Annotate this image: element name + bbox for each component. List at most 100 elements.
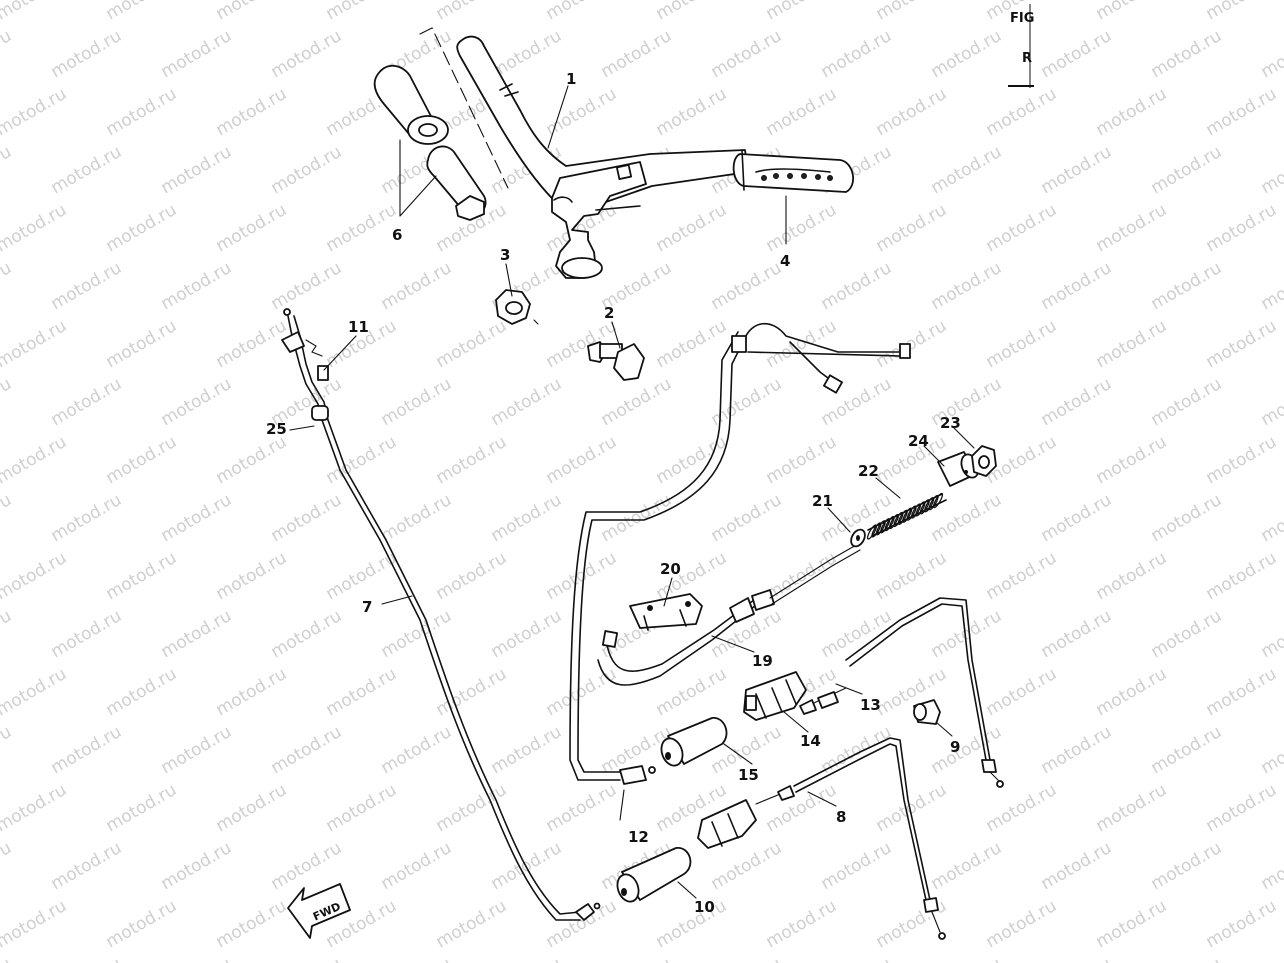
spring-part-22 [866,492,947,540]
watermark-text: motod.ru [378,722,456,778]
watermark-text: motod.ru [983,780,1061,836]
figure-header-fragment: FIG R [1008,4,1034,88]
watermark-text: motod.ru [323,432,401,488]
watermark-text: motod.ru [708,26,786,82]
handlebar-part-1 [456,35,749,279]
watermark-text: motod.ru [0,26,15,82]
watermark-text: motod.ru [488,606,566,662]
watermark-text: motod.ru [1093,316,1171,372]
watermark-text: motod.ru [158,838,236,894]
callout-3: 3 [500,246,510,264]
watermark-text: motod.ru [1258,374,1284,430]
watermark-text: motod.ru [1258,258,1284,314]
watermark-text: motod.ru [103,0,181,24]
watermark-text: motod.ru [213,432,291,488]
watermark-text: motod.ru [1258,490,1284,546]
watermark-text: motod.ru [543,432,621,488]
watermark-text: motod.ru [103,664,181,720]
watermark-text: motod.ru [268,142,346,198]
bracket-part-20 [629,593,703,631]
watermark-text: motod.ru [1038,606,1116,662]
watermark-text: motod.ru [983,548,1061,604]
callout-10: 10 [694,898,715,916]
watermark-text: motod.ru [0,316,70,372]
watermark-text: motod.ru [873,780,951,836]
watermark-text: motod.ru [708,490,786,546]
watermark-text: motod.ru [48,142,126,198]
watermark-text: motod.ru [1093,548,1171,604]
watermark-text: motod.ru [158,606,236,662]
watermark-text: motod.ru [1038,954,1116,963]
watermark-text: motod.ru [213,316,291,372]
bolt-part-2 [587,341,645,381]
watermark-text: motod.ru [268,258,346,314]
callout-2: 2 [604,304,614,322]
watermark-text: motod.ru [378,490,456,546]
watermark-text: motod.ru [1203,896,1281,952]
watermark-text: motod.ru [0,374,15,430]
spring-coil [884,515,895,532]
watermark-text: motod.ru [433,316,511,372]
watermark-text: motod.ru [598,26,676,82]
watermark-text: motod.ru [158,374,236,430]
watermark-text: motod.ru [268,722,346,778]
watermark-text: motod.ru [268,606,346,662]
watermark-text: motod.ru [268,954,346,963]
watermark-text: motod.ru [1148,142,1226,198]
watermark-text: motod.ru [1093,84,1171,140]
watermark-text: motod.ru [873,0,951,24]
watermark-text: motod.ru [1258,722,1284,778]
watermark-text: motod.ru [433,548,511,604]
spring-coil [919,499,930,515]
spring-coil [915,501,926,517]
watermark-text: motod.ru [543,0,621,24]
callout-1: 1 [566,70,576,88]
watermark-text: motod.ru [708,838,786,894]
watermark-text: motod.ru [0,780,70,836]
watermark-text: motod.ru [1258,142,1284,198]
watermark-text: motod.ru [488,954,566,963]
watermark-text: motod.ru [873,200,951,256]
callout-14: 14 [800,732,821,750]
watermark-text: motod.ru [1148,838,1226,894]
watermark-text: motod.ru [48,606,126,662]
watermark-text: motod.ru [1258,606,1284,662]
watermark-text: motod.ru [763,200,841,256]
watermark-text: motod.ru [653,316,731,372]
spring-coil [924,497,935,513]
watermark-text: motod.ru [48,838,126,894]
spring-coil [906,505,917,521]
callout-12: 12 [628,828,649,846]
watermark-text: motod.ru [1093,780,1171,836]
watermark-text: motod.ru [818,722,896,778]
watermark-text: motod.ru [928,838,1006,894]
watermark-text: motod.ru [213,780,291,836]
watermark-text: motod.ru [1093,664,1171,720]
callout-22: 22 [858,462,879,480]
watermark-text: motod.ru [763,896,841,952]
watermark-text: motod.ru [1203,780,1281,836]
watermark-text: motod.ru [433,780,511,836]
watermark-text: motod.ru [378,954,456,963]
watermark-text: motod.ru [323,200,401,256]
watermark-text: motod.ru [0,258,15,314]
watermark-text: motod.ru [1148,374,1226,430]
watermark-text: motod.ru [0,606,15,662]
watermark-text: motod.ru [598,374,676,430]
watermark-text: motod.ru [1203,316,1281,372]
spring-coil [897,509,908,525]
watermark-text: motod.ru [158,258,236,314]
watermark-text: motod.ru [0,954,15,963]
watermark-text: motod.ru [873,316,951,372]
watermark-text: motod.ru [763,0,841,24]
watermark-text: motod.ru [983,316,1061,372]
watermark-text: motod.ru [598,490,676,546]
spring-coil [932,492,944,509]
watermark-text: motod.ru [653,200,731,256]
callout-labels: 1 2 3 4 6 7 8 9 10 11 12 13 14 15 19 20 … [266,70,961,916]
watermark-text: motod.ru [543,84,621,140]
watermark-text: motod.ru [818,606,896,662]
watermark-text: motod.ru [1038,838,1116,894]
